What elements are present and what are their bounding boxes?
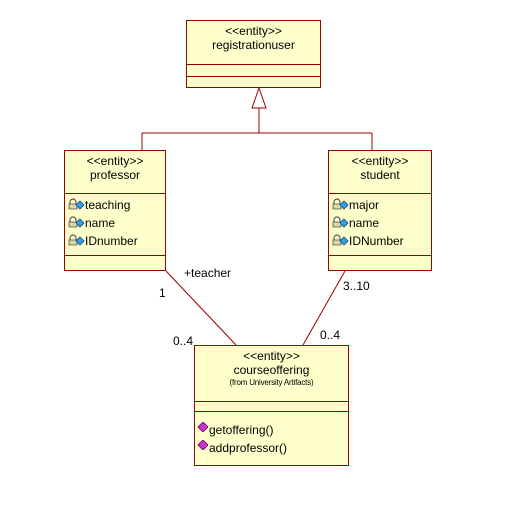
multiplicity-student-end: 3..10 — [343, 279, 370, 293]
operation-getoffering: getoffering() — [209, 423, 274, 437]
class-registrationuser-operations — [187, 77, 320, 87]
public-operation-icon — [198, 422, 208, 432]
class-courseoffering-attributes — [195, 402, 348, 412]
protected-attribute-icon — [332, 198, 349, 210]
class-registrationuser[interactable]: <<entity>> registrationuser — [186, 20, 321, 88]
attribute-idnumber: IDnumber — [85, 234, 138, 248]
class-professor-stereotype: <<entity>> — [86, 154, 144, 168]
attribute-row[interactable]: teaching — [68, 196, 165, 214]
attribute-teaching: teaching — [85, 198, 131, 212]
protected-attribute-icon — [68, 198, 85, 210]
class-courseoffering[interactable]: <<entity>> courseoffering (from Universi… — [194, 345, 349, 466]
generalization-arrowhead — [251, 86, 267, 109]
attribute-row[interactable]: major — [332, 196, 431, 214]
public-operation-icon — [198, 440, 208, 450]
protected-attribute-icon — [68, 234, 85, 246]
class-student-operations — [329, 256, 431, 270]
class-student-name: student — [360, 168, 400, 182]
attribute-row[interactable]: name — [332, 214, 431, 232]
attribute-row[interactable]: IDnumber — [68, 232, 165, 250]
attribute-name: name — [85, 216, 116, 230]
protected-attribute-icon — [332, 216, 349, 228]
role-label-teacher: +teacher — [184, 266, 232, 280]
attribute-row[interactable]: IDNumber — [332, 232, 431, 250]
operation-addprofessor: addprofessor() — [209, 441, 288, 455]
attribute-major: major — [349, 198, 380, 212]
attribute-idnumber: IDNumber — [349, 234, 404, 248]
operation-row[interactable]: getoffering() — [198, 421, 348, 439]
attribute-row[interactable]: name — [68, 214, 165, 232]
class-professor-name: professor — [89, 168, 141, 182]
class-courseoffering-header: <<entity>> courseoffering (from Universi… — [195, 346, 348, 402]
multiplicity-course-end-student: 0..4 — [320, 328, 341, 342]
class-student-stereotype: <<entity>> — [351, 154, 409, 168]
operation-row[interactable]: addprofessor() — [198, 439, 348, 457]
multiplicity-professor-end: 1 — [159, 286, 166, 300]
class-professor-operations — [65, 256, 165, 270]
class-professor[interactable]: <<entity>> professor teaching name — [64, 150, 166, 271]
class-courseoffering-name: courseoffering — [233, 363, 310, 377]
class-courseoffering-operations: getoffering() addprofessor() — [195, 412, 348, 465]
class-registrationuser-attributes — [187, 65, 320, 77]
class-registrationuser-header: <<entity>> registrationuser — [187, 21, 320, 65]
class-student-header: <<entity>> student — [329, 151, 431, 194]
class-professor-attributes: teaching name IDnumber — [65, 194, 165, 256]
protected-attribute-icon — [332, 234, 349, 246]
protected-attribute-icon — [68, 216, 85, 228]
attribute-name: name — [349, 216, 380, 230]
association-student-course — [302, 270, 346, 346]
multiplicity-course-end-professor: 0..4 — [173, 334, 194, 348]
class-student[interactable]: <<entity>> student major name — [328, 150, 432, 271]
class-registrationuser-name: registrationuser — [212, 38, 295, 52]
class-registrationuser-stereotype: <<entity>> — [225, 24, 282, 38]
class-courseoffering-package: (from University Artifacts) — [229, 378, 314, 387]
class-student-attributes: major name IDNumber — [329, 194, 431, 256]
class-professor-header: <<entity>> professor — [65, 151, 165, 194]
association-professor-course — [165, 270, 237, 346]
class-courseoffering-stereotype: <<entity>> — [243, 349, 300, 363]
